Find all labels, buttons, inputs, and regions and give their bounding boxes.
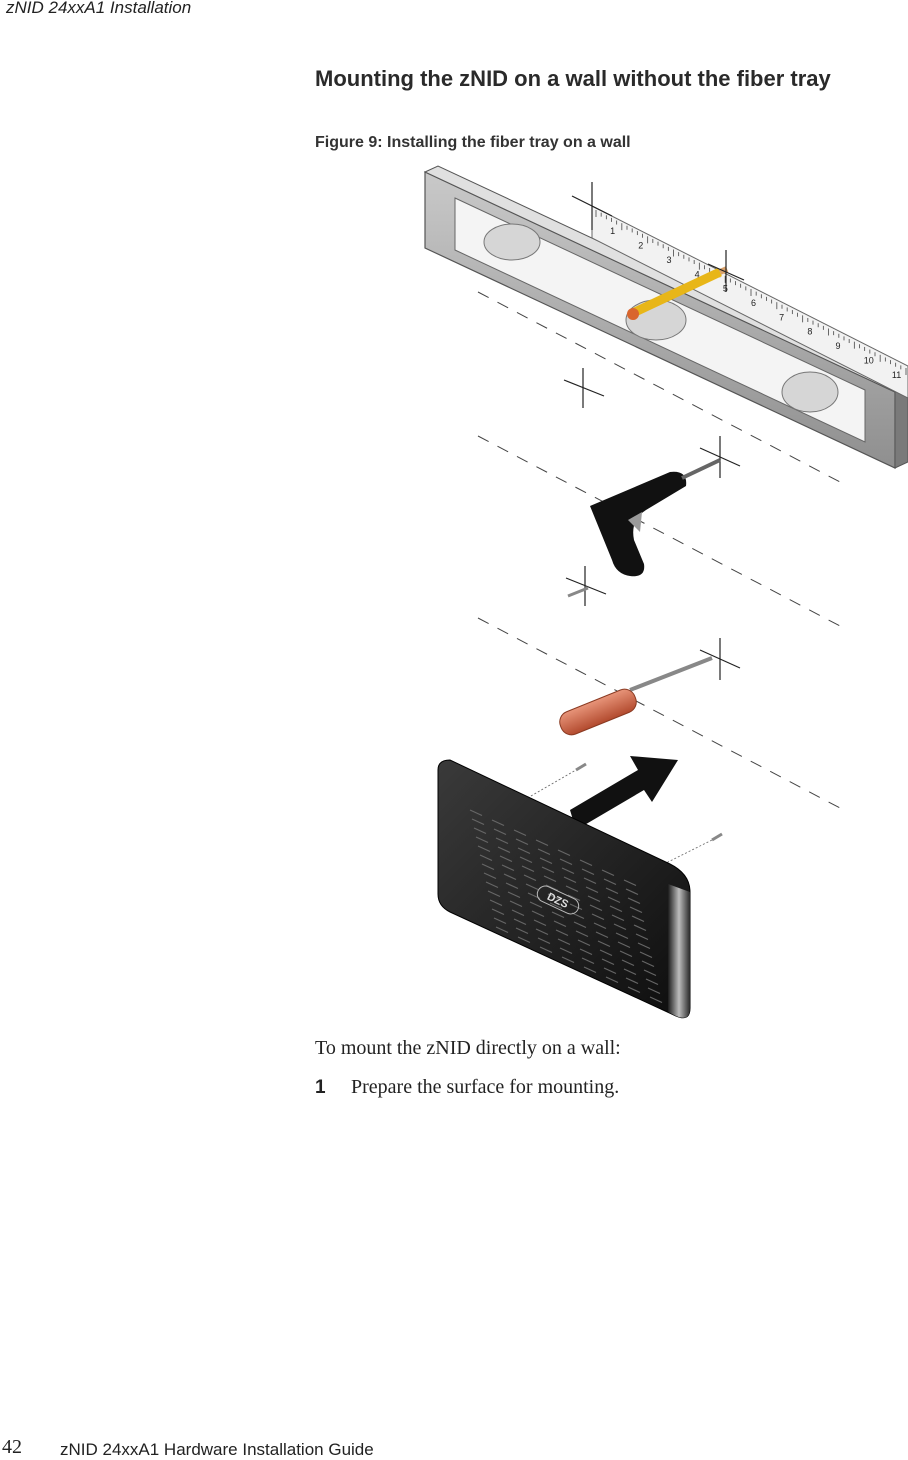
mounting-marks <box>563 182 745 680</box>
step-text: Prepare the surface for mounting. <box>351 1076 620 1098</box>
mounting-screws <box>523 762 723 867</box>
intro-paragraph: To mount the zNID directly on a wall: <box>315 1037 621 1059</box>
footer-guide-title: zNID 24xxA1 Hardware Installation Guide <box>60 1440 374 1459</box>
znid-device: DZS <box>437 759 691 1019</box>
mount-direction-arrow <box>570 756 678 830</box>
list-item: 1 Prepare the surface for mounting. <box>315 1076 619 1099</box>
screwdriver-icon <box>559 656 713 736</box>
guide-lines <box>477 291 841 809</box>
page-number: 42 <box>2 1436 22 1458</box>
spirit-level <box>423 165 908 469</box>
ruler-label: 5 <box>723 284 728 294</box>
ruler-label: 6 <box>751 298 756 308</box>
ruler-label: 10 <box>864 355 874 365</box>
ruler-label: 4 <box>695 269 700 279</box>
figure-caption: Figure 9: Installing the fiber tray on a… <box>315 134 631 151</box>
installation-figure: 1 2 3 4 5 6 7 8 9 10 11 <box>420 160 908 1030</box>
ruler-label: 7 <box>779 312 784 322</box>
ruler-label: 8 <box>807 327 812 337</box>
ruler-label: 3 <box>666 255 671 265</box>
wall-anchor-icon <box>567 586 589 598</box>
ruler-label: 9 <box>836 341 841 351</box>
section-title: Mounting the zNID on a wall without the … <box>315 66 831 91</box>
drill-icon <box>590 458 721 577</box>
step-number: 1 <box>315 1077 326 1098</box>
ruler-label: 2 <box>638 241 643 251</box>
running-header: zNID 24xxA1 Installation <box>6 0 192 17</box>
ruler-label: 11 <box>892 370 901 380</box>
ruler-label: 1 <box>610 226 615 236</box>
